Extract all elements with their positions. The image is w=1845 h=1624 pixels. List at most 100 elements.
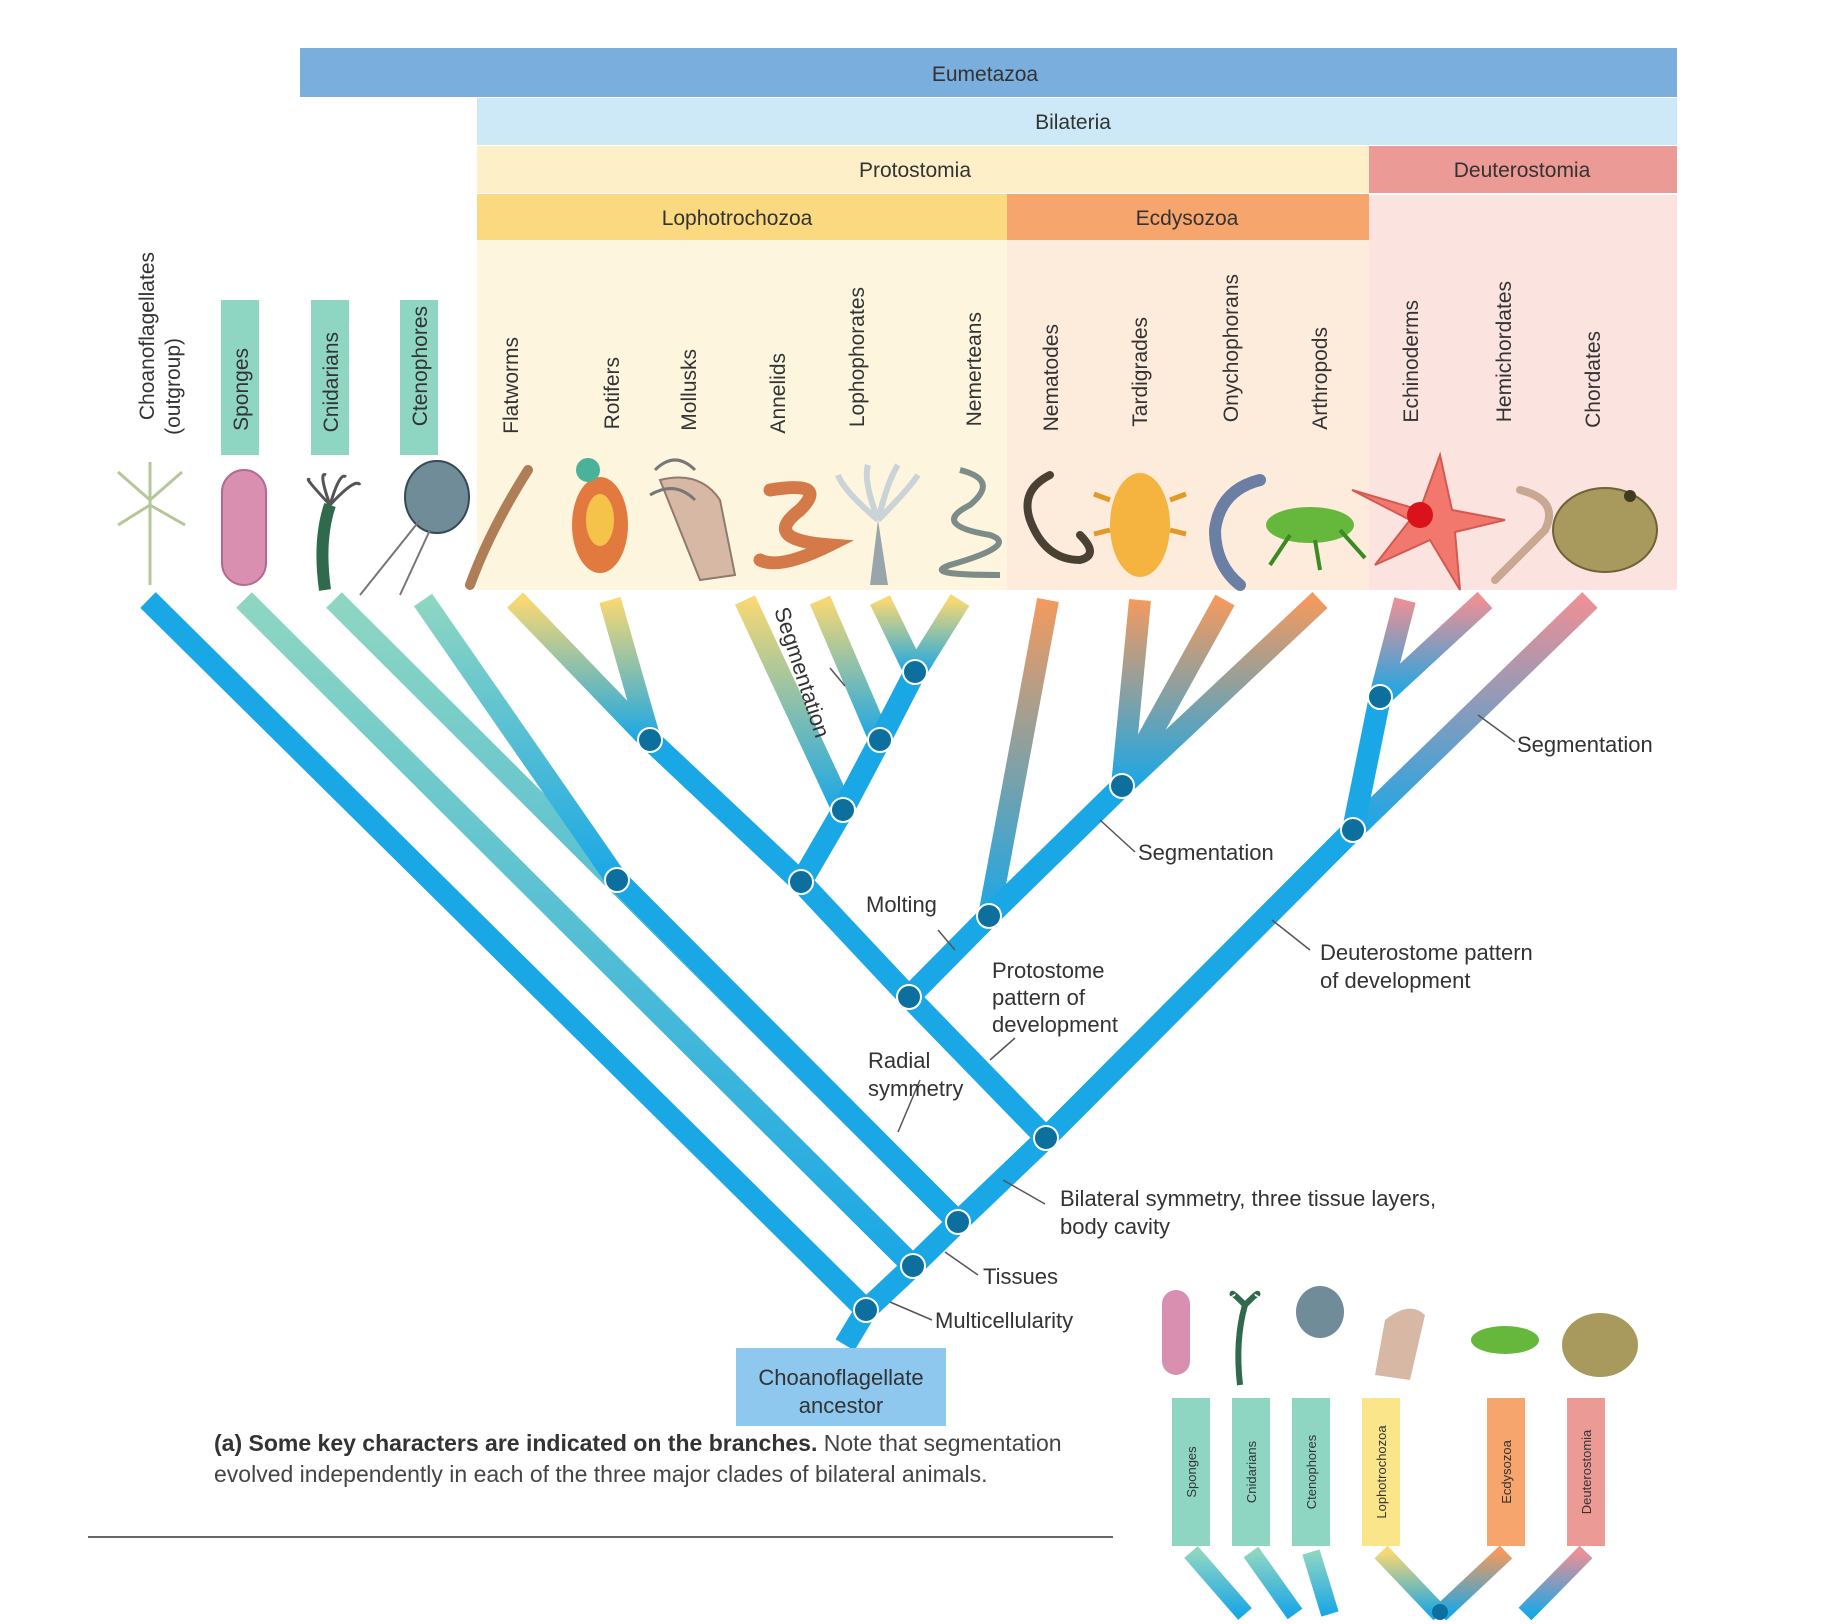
taxon-tardigrades: Tardigrades xyxy=(1129,317,1152,427)
sponges-label-box xyxy=(221,300,259,455)
node xyxy=(1340,817,1366,843)
node xyxy=(900,1253,926,1279)
radial-symmetry-label-2: symmetry xyxy=(868,1076,963,1101)
chordate-illustration xyxy=(1552,487,1658,573)
caption-text: Note that segmentation evolved independe… xyxy=(214,1430,1062,1487)
rotifer-illustration xyxy=(572,458,628,573)
inset-ctenophores-label: Ctenophores xyxy=(1304,1434,1319,1509)
protostomia-label: Protostomia xyxy=(859,159,971,182)
arthropod-illustration xyxy=(1266,507,1367,571)
bilateria-band xyxy=(477,98,1677,145)
inset-sponges-label: Sponges xyxy=(1184,1446,1199,1498)
inset-lophotrochozoa-box xyxy=(1362,1398,1400,1546)
inset-ecdysozoa-label: Ecdysozoa xyxy=(1499,1439,1514,1503)
radial-symmetry-label-1: Radial xyxy=(868,1048,930,1073)
tree-nodes xyxy=(604,659,1393,1323)
hemichordate-illustration xyxy=(1491,486,1553,584)
node xyxy=(902,659,928,685)
choanoflagellate-illustration xyxy=(117,462,186,585)
flatworm-illustration xyxy=(465,465,533,590)
caption-divider xyxy=(88,1536,1113,1538)
taxon-lophophorates: Lophophorates xyxy=(846,287,869,427)
segmentation-ecdysozoa-label: Segmentation xyxy=(1138,840,1274,865)
ctenophores-label-box xyxy=(400,300,438,455)
protostome-pattern-label-2: pattern of xyxy=(992,985,1086,1010)
sponge-illustration xyxy=(221,469,267,586)
node xyxy=(867,727,893,753)
ctenophore-illustration xyxy=(359,460,470,596)
taxon-outgroup-note: (outgroup) xyxy=(162,338,185,435)
node xyxy=(1367,684,1393,710)
inset-lophotrochozoa-label: Lophotrochozoa xyxy=(1374,1425,1389,1519)
branch-rotifers xyxy=(599,596,661,744)
deuterostomia-band xyxy=(1369,146,1677,193)
branch-mollusks xyxy=(735,595,853,815)
branch-lophophorates xyxy=(870,595,925,677)
bilateria-label: Bilateria xyxy=(1035,111,1111,134)
lophotrochozoa-label: Lophotrochozoa xyxy=(662,207,813,230)
taxon-nematodes: Nematodes xyxy=(1040,324,1063,431)
branch-arthropods xyxy=(1114,591,1328,795)
caption-bold: (a) Some key characters are indicated on… xyxy=(214,1430,818,1456)
inset-deuterostomia-box xyxy=(1567,1398,1605,1546)
deuterostomia-label: Deuterostomia xyxy=(1454,159,1591,182)
ecdysozoa-band xyxy=(1007,194,1369,240)
node xyxy=(853,1297,879,1323)
node xyxy=(637,727,663,753)
eumetazoa-label: Eumetazoa xyxy=(932,63,1039,86)
nematode-illustration xyxy=(1023,471,1094,565)
inset-cnidarians-box xyxy=(1232,1398,1270,1546)
taxon-onychophorans: Onychophorans xyxy=(1220,274,1243,422)
multicellularity-label: Multicellularity xyxy=(935,1308,1073,1333)
inset-node xyxy=(1432,1604,1448,1620)
taxon-rotifers: Rotifers xyxy=(601,357,624,429)
protostome-pattern-label-3: development xyxy=(992,1012,1118,1037)
branch-sponges xyxy=(236,592,921,1274)
node xyxy=(604,867,630,893)
inset-ctenophore-icon xyxy=(1296,1286,1344,1338)
node xyxy=(896,984,922,1010)
deuterostome-pattern-label-2: of development xyxy=(1320,968,1470,993)
taxon-ctenophores: Ctenophores xyxy=(409,306,432,426)
lophotrochozoa-band xyxy=(477,194,1007,240)
molting-label: Molting xyxy=(866,892,937,917)
node xyxy=(976,903,1002,929)
tardigrade-illustration xyxy=(1093,473,1187,577)
node xyxy=(945,1209,971,1235)
taxon-labels: Choanoflagellates (outgroup) Sponges Cni… xyxy=(136,252,1605,435)
nemertean-illustration xyxy=(938,467,1002,578)
ecdysozoa-label: Ecdysozoa xyxy=(1136,207,1239,230)
taxon-choanoflagellates: Choanoflagellates xyxy=(136,252,159,420)
inset-arthropod-icon xyxy=(1471,1326,1539,1354)
branch-choanoflagellates xyxy=(140,592,874,1318)
branch-chordates xyxy=(1345,592,1598,838)
inset-deuterostomia-label: Deuterostomia xyxy=(1579,1429,1594,1514)
lophophorate-illustration xyxy=(835,463,921,585)
branch-ctenophores xyxy=(413,593,627,887)
inset-cnidarian-icon xyxy=(1229,1290,1261,1386)
bilateral-symmetry-label-1: Bilateral symmetry, three tissue layers, xyxy=(1060,1186,1436,1211)
branch-hemichordates xyxy=(1372,591,1493,706)
branch-flatworms xyxy=(507,592,658,748)
annelid-illustration xyxy=(753,481,855,570)
inset-chordate-icon xyxy=(1562,1313,1638,1377)
taxon-mollusks: Mollusks xyxy=(678,349,701,431)
segmentation-deuterostomia-label: Segmentation xyxy=(1517,732,1653,757)
ancestor-label-1: Choanoflagellate xyxy=(758,1365,923,1390)
eumetazoa-band xyxy=(300,48,1677,97)
echinoderm-illustration xyxy=(1351,451,1506,591)
taxon-sponges: Sponges xyxy=(230,348,253,431)
tree-branches xyxy=(140,591,1598,1351)
inset-tree: Sponges Cnidarians Ctenophores Lophotroc… xyxy=(1162,1286,1638,1621)
inset-sponges-box xyxy=(1172,1398,1210,1546)
mollusk-illustration xyxy=(649,458,737,582)
branch-nemerteans xyxy=(905,594,970,678)
onychophoran-illustration xyxy=(1208,474,1266,591)
taxon-annelids: Annelids xyxy=(767,353,790,434)
protostome-pattern-label-1: Protostome xyxy=(992,958,1105,983)
bilateral-symmetry-label-2: body cavity xyxy=(1060,1214,1170,1239)
character-leader-lines xyxy=(829,667,1516,1321)
lophotrochozoa-region xyxy=(477,240,1007,590)
inset-mollusk-icon xyxy=(1375,1308,1425,1380)
